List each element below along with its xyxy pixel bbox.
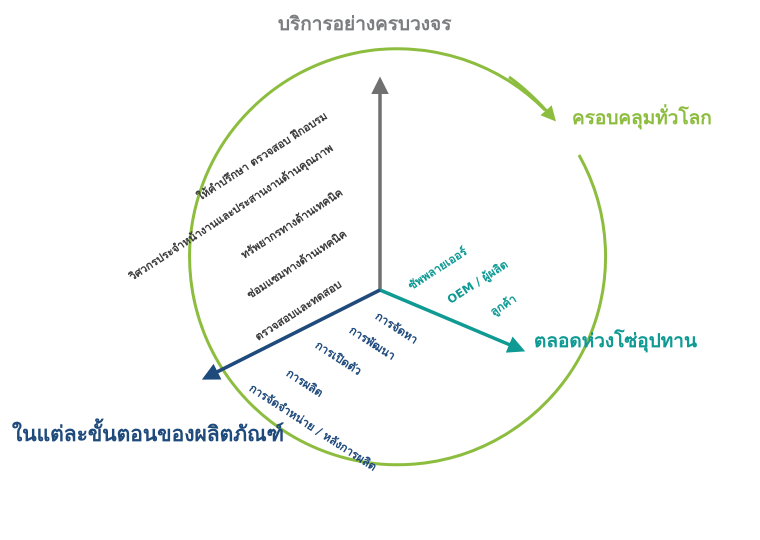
product-lifecycle-axis <box>201 288 381 380</box>
global-coverage-arrow <box>508 75 556 122</box>
global-coverage-ring <box>188 47 608 467</box>
supply-chain-title: ตลอดห่วงโซ่อุปทาน <box>534 330 697 352</box>
product-lifecycle-title: ในแต่ละขั้นตอนของผลิตภัณฑ์ <box>12 422 285 446</box>
one-stop-service-title: บริการอย่างครบวงจร <box>278 13 452 35</box>
supply-chain-axis <box>379 288 526 353</box>
global-coverage-title: ครอบคลุมทั่วโลก <box>572 107 712 129</box>
